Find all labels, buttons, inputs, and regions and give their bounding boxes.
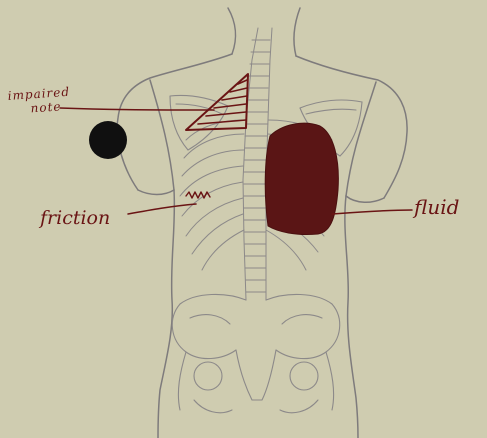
impaired-note-label-line2: note (30, 99, 62, 115)
friction-label: friction (38, 207, 110, 229)
auscultation-dot (89, 121, 127, 159)
fluid-region (265, 123, 338, 234)
fluid-label: fluid (412, 195, 459, 219)
